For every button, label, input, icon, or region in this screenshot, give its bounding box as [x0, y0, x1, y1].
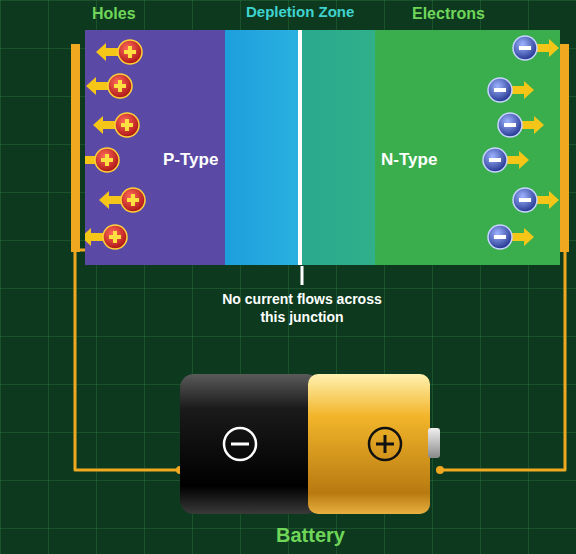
depletion-zone: Depletion Zone: [225, 30, 375, 265]
hole-particles: [85, 30, 225, 265]
carrier-heading: Electrons: [412, 5, 485, 23]
electron-particles: [375, 30, 560, 265]
contact-bar: [560, 44, 569, 252]
junction-note: No current flows across this junction: [212, 290, 392, 326]
battery-label: Battery: [276, 524, 345, 547]
contact-bar: [71, 44, 80, 252]
n-type-region: N-Type: [375, 30, 560, 265]
battery: Battery: [180, 372, 440, 552]
region-label: N-Type: [381, 150, 437, 170]
junction-line: [298, 30, 302, 265]
region-label: P-Type: [163, 150, 218, 170]
battery-symbol: [180, 372, 440, 517]
leader-line: [301, 266, 304, 285]
wire: [75, 250, 180, 470]
p-type-region: P-Type: [85, 30, 225, 265]
zone-heading: Depletion Zone: [246, 3, 354, 20]
wire: [440, 250, 565, 470]
wire-terminal: [436, 466, 444, 474]
carrier-heading: Holes: [92, 5, 136, 23]
